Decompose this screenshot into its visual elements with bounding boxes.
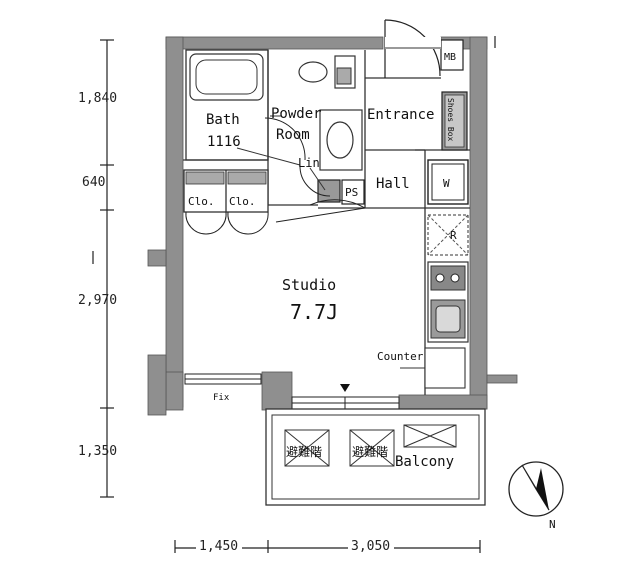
mb-box xyxy=(440,39,464,71)
dim-h-3050: 3,050 xyxy=(351,539,390,554)
label-powder-room: Room xyxy=(276,127,310,143)
leader-lines xyxy=(236,115,326,191)
label-studio: Studio xyxy=(282,276,336,294)
label-mb: MB xyxy=(444,52,456,63)
storage-grey xyxy=(336,67,352,85)
powder-door[interactable] xyxy=(299,164,331,197)
interior-walls xyxy=(183,49,470,395)
washbasin xyxy=(319,109,363,171)
label-hatch-1: 避難階 xyxy=(286,444,322,459)
label-powder: Powder xyxy=(271,106,322,122)
label-bath-size: 1116 xyxy=(207,134,241,150)
label-shoes: Shoes Box xyxy=(446,98,455,142)
label-hall: Hall xyxy=(376,176,410,192)
dim-v-2970: 2,970 xyxy=(78,293,117,308)
closet-doors[interactable] xyxy=(185,211,269,235)
wall-notch xyxy=(147,354,167,416)
bath-door[interactable] xyxy=(264,117,306,161)
kitchen xyxy=(427,261,469,343)
compass-north-label: N xyxy=(549,518,556,531)
entrance-marker xyxy=(340,384,350,392)
label-w: W xyxy=(443,177,450,190)
label-ps: PS xyxy=(345,186,358,199)
label-balcony: Balcony xyxy=(395,454,454,470)
linen-cabinet xyxy=(317,179,341,203)
label-entrance: Entrance xyxy=(367,107,434,123)
dim-v-640: 640 xyxy=(82,175,105,190)
label-clo-2: Clo. xyxy=(229,195,256,208)
studio-door[interactable] xyxy=(275,199,366,223)
vertical-dimension-line xyxy=(100,39,114,498)
dim-v-1840: 1,840 xyxy=(78,91,117,106)
label-fix: Fix xyxy=(213,393,230,403)
bathtub-inner xyxy=(195,59,258,95)
refrigerator-space xyxy=(427,214,469,256)
windows xyxy=(184,373,400,410)
label-lin: Lin xyxy=(298,156,320,170)
label-clo-1: Clo. xyxy=(188,195,215,208)
ps-shaft xyxy=(341,179,365,205)
compass xyxy=(508,461,564,517)
label-bath: Bath xyxy=(206,112,240,128)
label-refrigerator: R xyxy=(450,229,457,242)
dim-v-1350: 1,350 xyxy=(78,444,117,459)
exterior-walls xyxy=(165,36,488,411)
label-counter: Counter xyxy=(377,350,424,363)
wall-notch xyxy=(147,249,167,267)
label-studio-size: 7.7J xyxy=(290,300,338,324)
wall-notch xyxy=(486,374,518,384)
counter xyxy=(424,347,466,389)
label-hatch-2: 避難階 xyxy=(352,444,388,459)
dim-h-1450: 1,450 xyxy=(199,539,238,554)
